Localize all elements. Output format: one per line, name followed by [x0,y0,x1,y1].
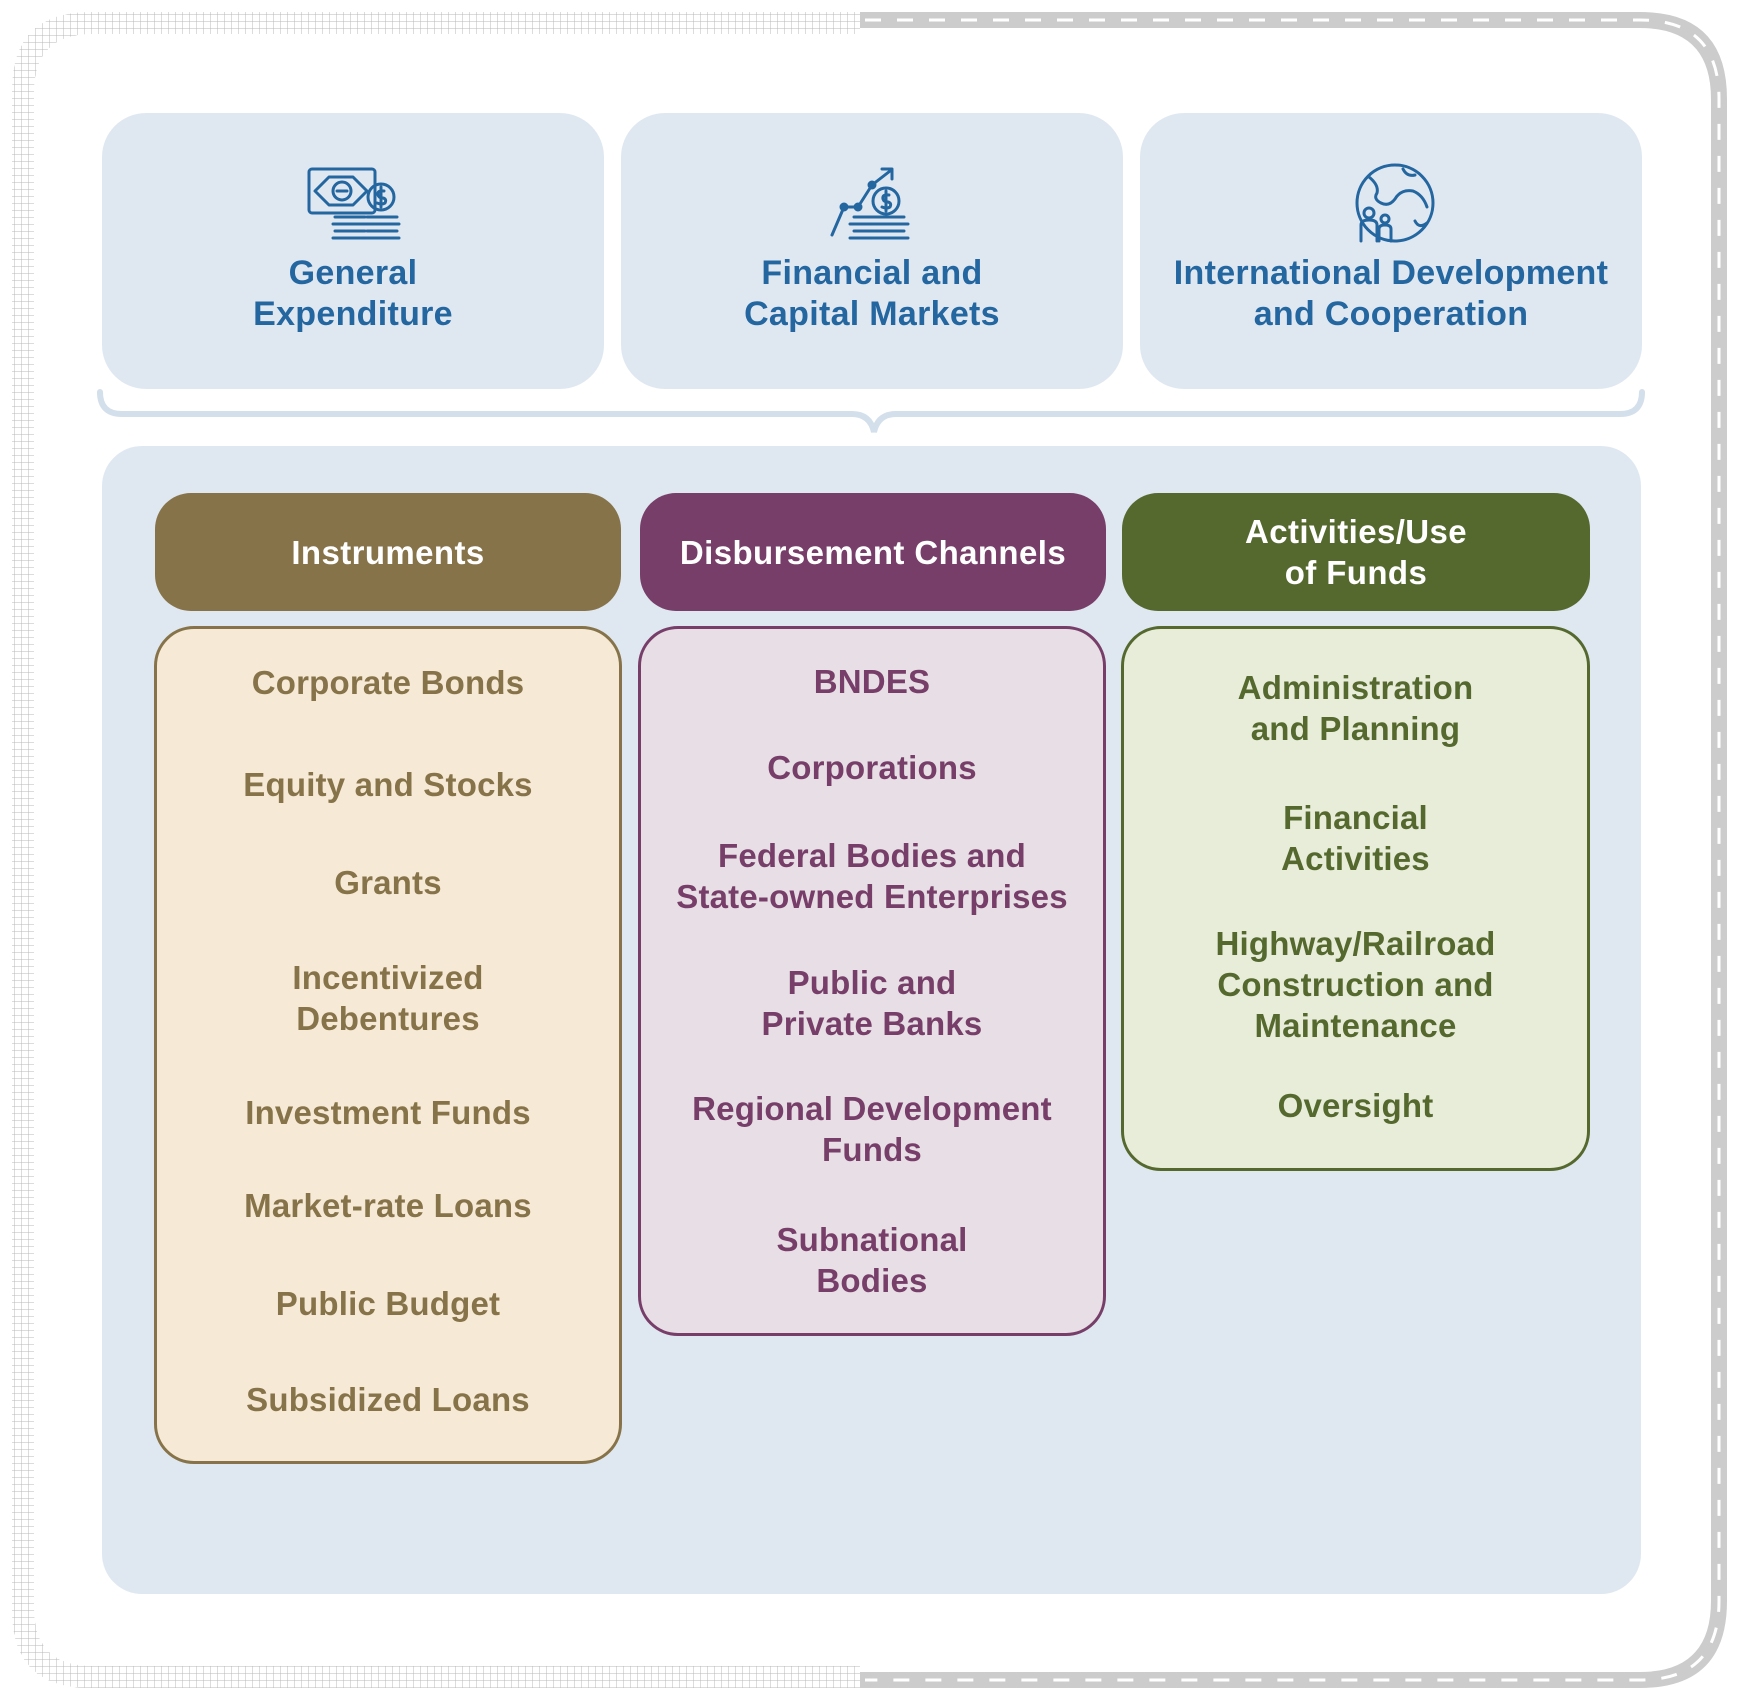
list-item: Corporations [767,749,977,786]
list-item: Subsidized Loans [246,1381,530,1418]
channels-header-label: Disbursement Channels [679,533,1067,571]
grouping-brace [97,389,1645,433]
list-item: Subnational Bodies [776,1221,968,1299]
disbursement-channels-list: BNDES Corporations Federal Bodies and St… [638,626,1106,1336]
list-item: Corporate Bonds [251,664,525,701]
list-item: Public and Private Banks [761,964,983,1042]
instruments-header-label: Instruments [291,533,485,571]
list-item: Regional Development Funds [692,1090,1052,1168]
category-card-international-development: International Development and Cooperatio… [1140,113,1642,389]
activities-header: Activities/Use of Funds [1122,493,1590,611]
disbursement-channels-header: Disbursement Channels [640,493,1106,611]
list-item: Highway/Railroad Construction and Mainte… [1215,925,1496,1044]
globe-people-icon [1343,163,1439,243]
activities-list: Administration and Planning Financial Ac… [1121,626,1590,1171]
growth-chart-coins-icon [824,163,920,243]
list-item: Public Budget [275,1285,501,1322]
list-item: Oversight [1277,1087,1434,1124]
category-title: International Development and Cooperatio… [1173,254,1609,333]
category-card-general-expenditure: General Expenditure [102,113,604,389]
instruments-list: Corporate Bonds Equity and Stocks Grants… [154,626,622,1464]
category-card-financial-markets: Financial and Capital Markets [621,113,1123,389]
activities-header-label: Activities/Use of Funds [1244,513,1468,591]
money-coins-icon [305,163,401,243]
category-title: Financial and Capital Markets [744,254,1000,333]
list-item: Market-rate Loans [244,1187,532,1224]
list-item: Investment Funds [245,1094,531,1131]
list-item: Financial Activities [1281,799,1430,877]
list-item: BNDES [813,663,931,700]
list-item: Administration and Planning [1237,669,1474,747]
list-item: Equity and Stocks [243,766,533,803]
instruments-header: Instruments [155,493,621,611]
list-item: Federal Bodies and State-owned Enterpris… [676,837,1068,915]
category-title: General Expenditure [253,254,453,333]
list-item: Grants [334,864,442,901]
list-item: Incentivized Debentures [292,959,484,1037]
